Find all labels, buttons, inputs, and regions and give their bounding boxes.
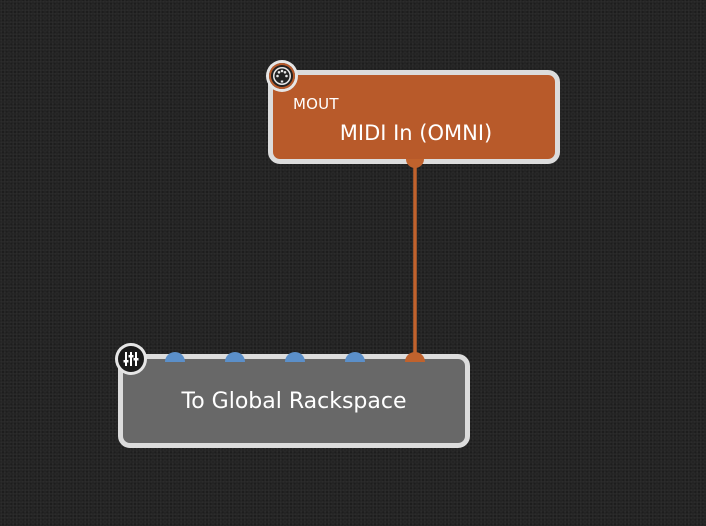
midi-in-block[interactable]: MOUT MIDI In (OMNI) [268,70,560,164]
midi-output-port[interactable] [406,159,424,168]
global-block-badge[interactable] [115,343,147,375]
audio-input-port-2[interactable] [225,352,245,362]
global-rackspace-block[interactable]: To Global Rackspace [118,354,470,448]
block-type-label: MOUT [293,95,339,113]
midi-input-port[interactable] [405,352,425,362]
block-title: MIDI In (OMNI) [339,121,493,145]
audio-input-port-3[interactable] [285,352,305,362]
midi-din-icon [273,67,291,85]
audio-input-port-1[interactable] [165,352,185,362]
sliders-icon [123,352,139,366]
block-title: To Global Rackspace [181,389,407,414]
midi-block-badge[interactable] [266,60,298,92]
audio-input-port-4[interactable] [345,352,365,362]
